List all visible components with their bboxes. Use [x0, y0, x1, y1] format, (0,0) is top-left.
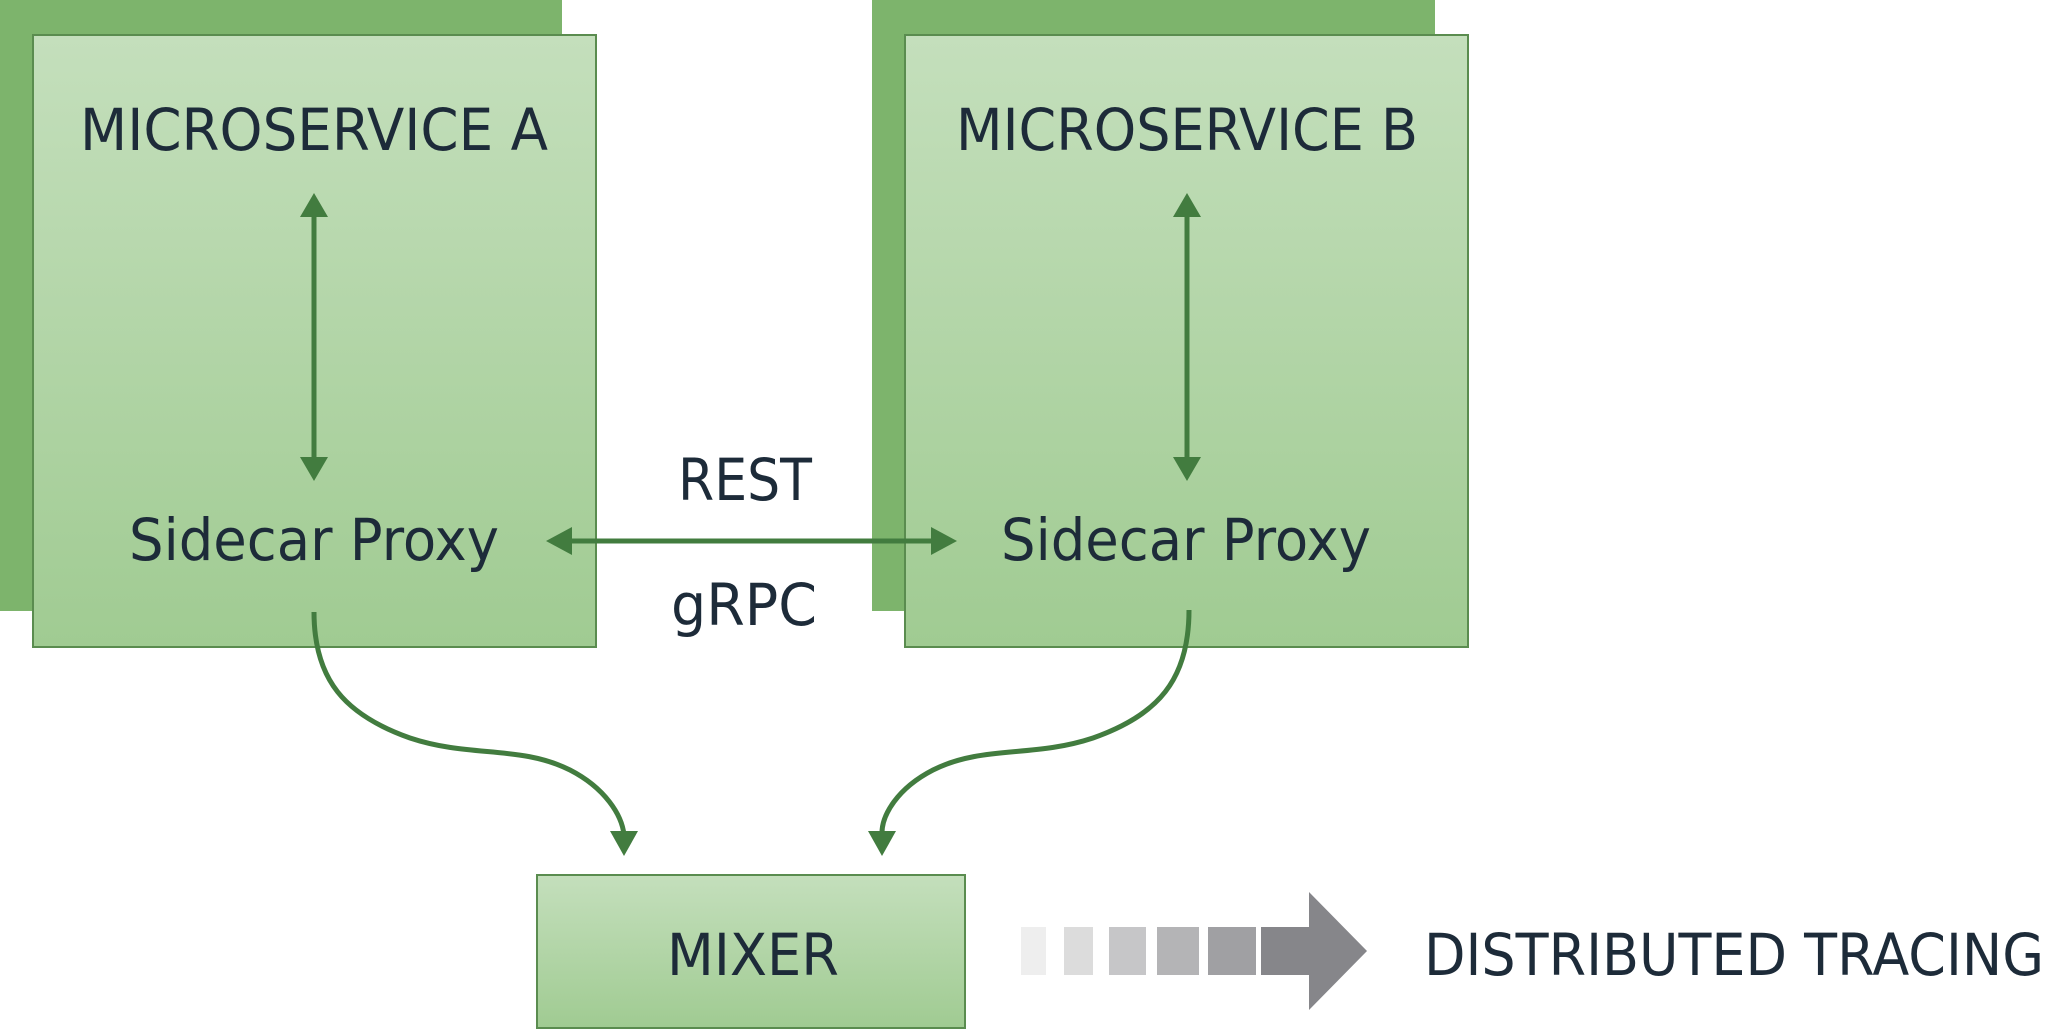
service-b-to-proxy-arrow — [1173, 193, 1201, 481]
tracing-step-5 — [1208, 927, 1256, 975]
microservice-a-node: MICROSERVICE A Sidecar Proxy — [0, 0, 597, 648]
tracing-arrowhead-icon — [1261, 892, 1367, 1010]
proxy-b-to-mixer-arrow — [868, 609, 1192, 856]
service-a-to-proxy-arrow — [300, 193, 328, 481]
tracing-step-3 — [1109, 927, 1146, 975]
protocol-label-rest: REST — [678, 446, 813, 514]
tracing-step-1 — [1021, 927, 1046, 975]
microservice-b-proxy-label: Sidecar Proxy — [1001, 506, 1371, 574]
distributed-tracing-label: DISTRIBUTED TRACING — [1424, 921, 2044, 989]
proxy-to-proxy-arrow — [546, 527, 957, 555]
proxy-a-to-mixer-arrow — [311, 611, 638, 856]
microservice-b-node: MICROSERVICE B Sidecar Proxy — [872, 0, 1469, 648]
arrowhead-down-icon — [868, 831, 896, 856]
mixer-label: MIXER — [667, 921, 839, 989]
tracing-step-2 — [1064, 927, 1093, 975]
arrowhead-right-icon — [931, 527, 957, 555]
arrowhead-down-icon — [1173, 457, 1201, 481]
microservice-a-title: MICROSERVICE A — [80, 96, 548, 164]
microservice-b-title: MICROSERVICE B — [956, 96, 1418, 164]
arrowhead-up-icon — [300, 193, 328, 217]
mixer-box — [536, 874, 966, 1029]
arrowhead-up-icon — [1173, 193, 1201, 217]
tracing-flow-arrow — [1021, 892, 1367, 1010]
mixer-node: MIXER — [536, 874, 966, 1029]
arrowhead-down-icon — [610, 831, 638, 856]
protocol-label-grpc: gRPC — [671, 571, 817, 639]
arrowhead-left-icon — [546, 527, 572, 555]
tracing-step-4 — [1157, 927, 1199, 975]
arrowhead-down-icon — [300, 457, 328, 481]
microservice-a-proxy-label: Sidecar Proxy — [129, 506, 499, 574]
